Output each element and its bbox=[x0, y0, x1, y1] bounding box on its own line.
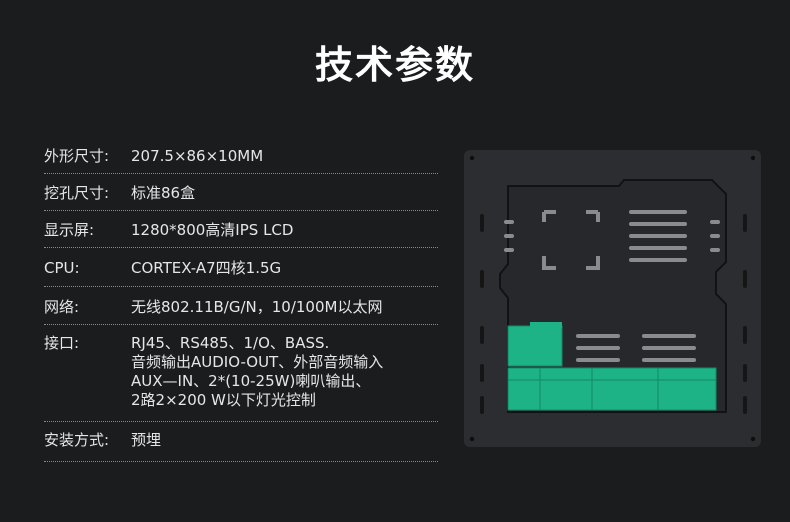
spec-value: 标准86盒 bbox=[131, 184, 438, 202]
spec-value-line: 标准86盒 bbox=[131, 184, 196, 202]
spec-value: RJ45、RS485、1/O、BASS. 音频输出AUDIO-OUT、外部音频输… bbox=[131, 334, 438, 410]
lower-slots bbox=[576, 334, 696, 362]
spec-row-installation: 安装方式: 预埋 bbox=[44, 422, 438, 462]
mounting-hole bbox=[469, 155, 475, 161]
spec-value-line: 音频输出AUDIO-OUT、外部音频输入 bbox=[131, 353, 384, 371]
spec-label: 网络: bbox=[44, 298, 80, 316]
spec-value: 预埋 bbox=[131, 431, 438, 449]
spec-label: 接口: bbox=[44, 334, 80, 352]
device-back-illustration bbox=[464, 150, 761, 447]
spec-label: 挖孔尺寸: bbox=[44, 184, 110, 202]
small-side-slots bbox=[504, 220, 720, 252]
spec-value: 1280*800高清IPS LCD bbox=[131, 221, 438, 239]
square-marker bbox=[542, 210, 600, 270]
spec-value: 无线802.11B/G/N，10/100M以太网 bbox=[131, 298, 438, 316]
green-terminal-blocks bbox=[507, 322, 717, 411]
spec-row-cpu: CPU: CORTEX-A7四核1.5G bbox=[44, 248, 438, 287]
mounting-hole bbox=[469, 436, 475, 442]
spec-row-cutout: 挖孔尺寸: 标准86盒 bbox=[44, 174, 438, 211]
spec-value: 207.5×86×10MM bbox=[131, 147, 438, 165]
spec-table: 外形尺寸: 207.5×86×10MM 挖孔尺寸: 标准86盒 显示屏: 128… bbox=[44, 138, 438, 462]
spec-value-line: AUX—IN、2*(10-25W)喇叭输出、 bbox=[131, 372, 371, 390]
spec-label: CPU: bbox=[44, 259, 80, 277]
spec-value-line: 2路2×200 W以下灯光控制 bbox=[131, 391, 316, 409]
spec-value-line: 无线802.11B/G/N，10/100M以太网 bbox=[131, 298, 383, 316]
mounting-hole bbox=[750, 436, 756, 442]
right-vent-slots bbox=[743, 214, 747, 414]
left-vent-slots bbox=[480, 214, 484, 414]
spec-row-network: 网络: 无线802.11B/G/N，10/100M以太网 bbox=[44, 287, 438, 325]
spec-value-line: 1280*800高清IPS LCD bbox=[131, 221, 294, 239]
spec-row-interfaces: 接口: RJ45、RS485、1/O、BASS. 音频输出AUDIO-OUT、外… bbox=[44, 325, 438, 422]
spec-value-line: 207.5×86×10MM bbox=[131, 147, 264, 165]
spec-label: 显示屏: bbox=[44, 221, 95, 239]
spec-row-dimensions: 外形尺寸: 207.5×86×10MM bbox=[44, 138, 438, 174]
spec-value-line: CORTEX-A7四核1.5G bbox=[131, 259, 282, 277]
spec-value-line: 预埋 bbox=[131, 431, 162, 449]
spec-label: 安装方式: bbox=[44, 431, 110, 449]
spec-value: CORTEX-A7四核1.5G bbox=[131, 259, 438, 277]
mounting-hole bbox=[750, 155, 756, 161]
spec-value-line: RJ45、RS485、1/O、BASS. bbox=[131, 334, 330, 352]
upper-slots bbox=[629, 210, 687, 262]
page-title: 技术参数 bbox=[314, 43, 475, 87]
spec-row-display: 显示屏: 1280*800高清IPS LCD bbox=[44, 211, 438, 248]
spec-label: 外形尺寸: bbox=[44, 147, 110, 165]
